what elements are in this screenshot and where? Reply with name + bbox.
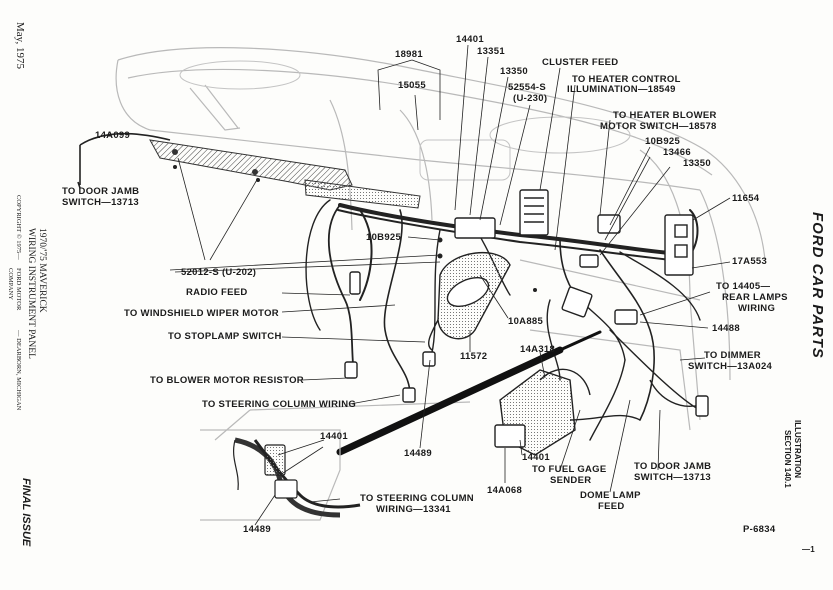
label-14489-bottom: 14489 [243,524,271,535]
label-heater-control-b: ILLUMINATION—18549 [567,84,676,95]
label-steering-column-b-a: TO STEERING COLUMN [360,493,474,504]
label-radio-feed: RADIO FEED [186,287,248,298]
instrument-panel-outline [115,47,766,441]
label-rear-lamps-a: TO 14405— [716,281,771,292]
label-door-jamb-right-a: TO DOOR JAMB [634,461,712,472]
label-11572: 11572 [460,351,488,362]
label-cluster-feed: CLUSTER FEED [542,57,619,68]
label-steering-column-wiring: TO STEERING COLUMN WIRING [202,399,357,410]
label-rear-lamps-b: REAR LAMPS [722,292,788,303]
company-line: FORD MOTOR COMPANY [7,268,22,311]
label-stoplamp-switch: TO STOPLAMP SWITCH [168,331,282,342]
final-issue-stamp: FINAL ISSUE [20,478,32,547]
issue-date: May, 1975 [14,22,26,69]
label-13351: 13351 [477,46,505,57]
label-52012-s: 52012-S (U-202) [181,267,257,278]
section-number: SECTION 140.1 [783,430,792,488]
steering-column-wire [336,330,602,456]
label-52554-s: 52554-S [508,82,547,93]
label-14a099: 14A099 [95,130,131,141]
label-13350-top: 13350 [500,66,528,77]
leader-lines [79,44,731,526]
label-13466: 13466 [663,147,691,158]
label-10a885: 10A885 [508,316,544,327]
label-heater-blower-a: TO HEATER BLOWER [613,110,717,121]
label-14401-top: 14401 [456,34,484,45]
label-10b925-right: 10B925 [645,136,681,147]
figure-number: P-6834 [743,524,776,535]
fuel-gage-block [494,368,641,456]
label-14401-mid: 14401 [320,431,348,442]
inset-steering-column [200,429,361,521]
location-line: — DEARBORN, MICHIGAN [15,330,22,411]
label-heater-blower-b: MOTOR SWITCH—18578 [600,121,717,132]
label-door-jamb-right-b: SWITCH—13713 [634,472,711,483]
diagram-title: WIRING INSTRUMENT PANEL [26,228,36,359]
label-windshield-wiper: TO WINDSHIELD WIPER MOTOR [124,308,279,319]
blower-duct [428,251,511,351]
label-rear-lamps-c: WIRING [738,303,776,314]
label-18981: 18981 [395,49,423,60]
label-steering-column-b-b: WIRING—13341 [376,504,451,515]
label-dome-lamp-b: FEED [598,501,625,512]
illustration-heading: ILLUSTRATION [793,420,802,479]
label-fuel-gage-a: TO FUEL GAGE [532,464,607,475]
dimmer-wire [649,379,709,417]
label-dimmer-b: SWITCH—13A024 [688,361,773,372]
label-11654: 11654 [732,193,760,204]
label-fuel-gage-b: SENDER [550,475,592,486]
connectors [344,189,694,403]
label-14401-bottom: 14401 [522,452,550,463]
label-dimmer-a: TO DIMMER [704,350,761,361]
copyright-line: COPYRIGHT © 1975— [15,195,22,260]
screws [173,165,537,292]
label-17a553: 17A553 [732,256,768,267]
label-door-jamb-left-a: TO DOOR JAMB [62,186,140,197]
label-door-jamb-left-b: SWITCH—13713 [62,197,139,208]
brand-watermark: FORD CAR PARTS [809,212,826,359]
label-dome-lamp-a: DOME LAMP [580,490,641,501]
dash-openings [179,60,631,181]
label-blower-resistor: TO BLOWER MOTOR RESISTOR [150,375,304,386]
label-10b925-left: 10B925 [366,232,402,243]
model-years: 1970/'75 MAVERICK [37,228,47,313]
page-mark: —1 [802,545,816,554]
label-heater-control-a: TO HEATER CONTROL [572,74,681,85]
label-14a318: 14A318 [520,344,556,355]
panel-bracket [149,139,421,209]
label-14489-mid: 14489 [404,448,432,459]
label-14a068: 14A068 [487,485,523,496]
label-u-230: (U-230) [513,93,548,104]
label-13350-right: 13350 [683,158,711,169]
label-14488: 14488 [712,323,740,334]
label-15055: 15055 [398,80,426,91]
